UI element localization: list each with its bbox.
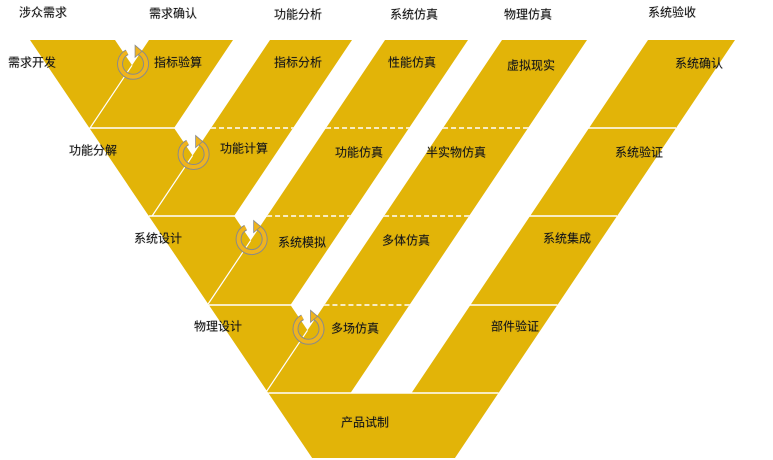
stage-function-decomp: 功能分解 [68, 143, 118, 158]
diagonal-gap [409, 40, 502, 128]
stage-system-design: 系统设计 [133, 231, 183, 246]
cell-label-product-trial: 产品试制 [340, 415, 390, 430]
cell-label: 指标分析 [273, 55, 323, 70]
stage-physical-design: 物理设计 [193, 319, 243, 334]
stage-requirement-dev: 需求开发 [7, 55, 57, 70]
notch [174, 128, 212, 156]
cycle-icon [235, 219, 268, 256]
diagonal-gap [293, 40, 385, 128]
diagonal-gap [350, 128, 444, 216]
header-stakeholder-needs: 涉众需求 [18, 5, 68, 20]
diagonal-gap [409, 216, 531, 305]
header-system-simulation: 系统仿真 [389, 7, 439, 22]
cell-label: 系统验证 [614, 145, 664, 160]
cell-label: 性能仿真 [387, 55, 437, 70]
cell-label: 指标验算 [153, 55, 203, 70]
notch [234, 216, 268, 241]
diagonal-gap [290, 216, 385, 305]
header-physical-simulation: 物理仿真 [503, 7, 553, 22]
cycle-icon [117, 44, 150, 80]
diagonal-gap [350, 305, 471, 393]
diagonal-gap [528, 40, 648, 128]
diagonal-gap [469, 128, 590, 216]
cell-label: 系统确认 [674, 56, 724, 71]
cell-label: 多场仿真 [330, 321, 380, 336]
cell-label: 半实物仿真 [425, 145, 487, 160]
diagonal-gap [234, 128, 327, 216]
cell-label: 系统模拟 [277, 235, 327, 250]
diagonal-gap [174, 40, 270, 128]
header-requirement-confirm: 需求确认 [148, 6, 198, 21]
notch [290, 305, 325, 331]
cycle-icon [292, 309, 325, 345]
cell-label: 虚拟现实 [506, 58, 556, 73]
header-function-analysis: 功能分析 [273, 7, 323, 22]
v-body [30, 40, 735, 458]
header-system-acceptance: 系统验收 [647, 5, 697, 20]
notch [115, 40, 149, 66]
cell-label: 部件验证 [490, 319, 540, 334]
cell-label: 功能计算 [219, 141, 269, 156]
cell-label: 多体仿真 [381, 233, 431, 248]
cycle-icon [177, 134, 210, 171]
cell-label: 系统集成 [542, 231, 592, 246]
cell-label: 功能仿真 [334, 145, 384, 160]
